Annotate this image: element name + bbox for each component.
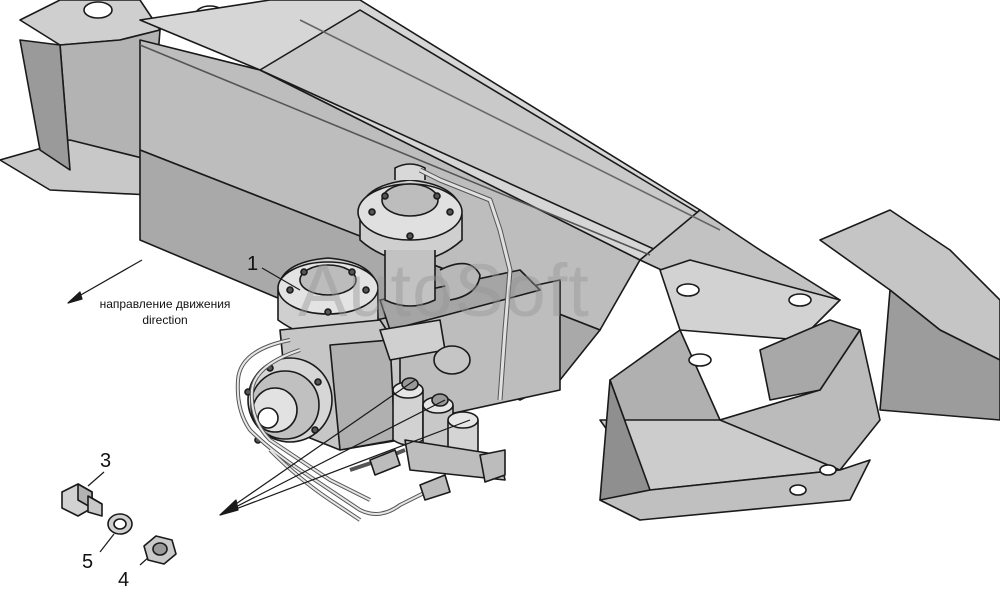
direction-label-ru: направление движения bbox=[99, 297, 231, 311]
callout-5: 5 bbox=[82, 551, 94, 573]
washer-part bbox=[107, 513, 133, 535]
bolt-part bbox=[61, 483, 103, 517]
watermark-text: AutoSoft bbox=[298, 249, 590, 332]
right-frame-crossmember bbox=[599, 209, 1000, 521]
direction-label: направление движения direction bbox=[80, 296, 250, 328]
leader-lines bbox=[87, 267, 471, 566]
direction-label-en: direction bbox=[142, 313, 188, 327]
callout-1: 1 bbox=[247, 253, 259, 275]
round-flange bbox=[244, 357, 333, 444]
callout-4: 4 bbox=[118, 569, 130, 591]
nut-part bbox=[143, 535, 177, 565]
callout-3: 3 bbox=[100, 450, 112, 472]
upper-regulator-valve bbox=[357, 163, 513, 401]
direction-arrow bbox=[67, 259, 143, 304]
pipe-fittings bbox=[369, 449, 506, 501]
